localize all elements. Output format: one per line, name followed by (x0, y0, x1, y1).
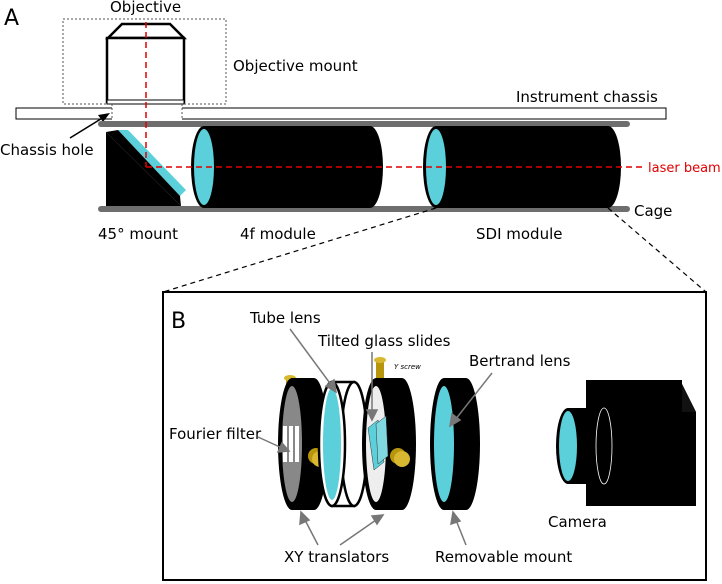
sdi-module-label: SDI module (476, 225, 562, 243)
camera-lens (559, 411, 577, 481)
fourier-filter-slits (283, 426, 299, 462)
instrument-chassis-label: Instrument chassis (516, 88, 658, 106)
x-screw-label: X screw (408, 448, 416, 477)
tilted-glass-slides-label: Tilted glass slides (317, 332, 451, 350)
objective-shape (104, 22, 188, 104)
tube-lens-arrow (289, 328, 333, 387)
fourier-filter-arrow (257, 436, 283, 449)
panel-a-label: A (4, 6, 19, 31)
chassis-hole-arrowhead (98, 113, 110, 122)
xy-translator-arrowhead-2 (370, 514, 385, 526)
zoom-line-left (162, 207, 437, 293)
xy-translators-label: XY translators (284, 548, 389, 566)
module-4f-label: 4f module (240, 225, 316, 243)
xy-translator-arrowhead-1 (299, 510, 311, 526)
fourier-filter-label: Fourier filter (169, 425, 262, 443)
chassis-hole (112, 107, 182, 120)
mirror-mount-45 (106, 130, 186, 206)
xy-translator-arrow-2 (339, 519, 377, 546)
fourier-filter-arrowhead (276, 441, 291, 453)
tilted-glass-slides (367, 415, 389, 471)
panel-b-label: B (171, 309, 186, 334)
bertrand-lens (434, 386, 454, 502)
panel-b-pointer-arrows (257, 328, 493, 546)
tube-lens (323, 388, 341, 500)
objective-label: Objective (110, 0, 181, 16)
module-4f-lens (194, 129, 214, 205)
camera-label: Camera (548, 513, 607, 531)
instrument-chassis (15, 107, 667, 120)
camera (556, 380, 696, 506)
xy-translator-arrow-1 (304, 519, 319, 546)
mount-45-label: 45° mount (98, 225, 178, 243)
objective-mount-label: Objective mount (233, 57, 358, 75)
cage-label: Cage (634, 202, 672, 220)
tube-lens-arrowhead (324, 378, 338, 394)
y-screw-label: Y screw (394, 363, 421, 371)
removable-mount-label: Removable mount (435, 548, 572, 566)
chassis-hole-label: Chassis hole (0, 141, 94, 159)
tube-lens-holder (317, 380, 369, 508)
laser-beam-label: laser beam (648, 161, 721, 176)
tilted-glass-arrowhead (365, 409, 379, 422)
bertrand-lens-label: Bertrand lens (469, 352, 571, 370)
zoom-line-right (607, 207, 707, 293)
bertrand-lens-arrowhead (448, 412, 462, 428)
bertrand-lens-arrow (454, 372, 493, 421)
tube-lens-label: Tube lens (249, 309, 321, 327)
removable-mount (430, 378, 480, 510)
chassis-hole-arrow (69, 116, 105, 139)
removable-mount-arrow (455, 519, 467, 546)
cage-rod-top (98, 121, 630, 127)
removable-mount-arrowhead (450, 510, 462, 526)
